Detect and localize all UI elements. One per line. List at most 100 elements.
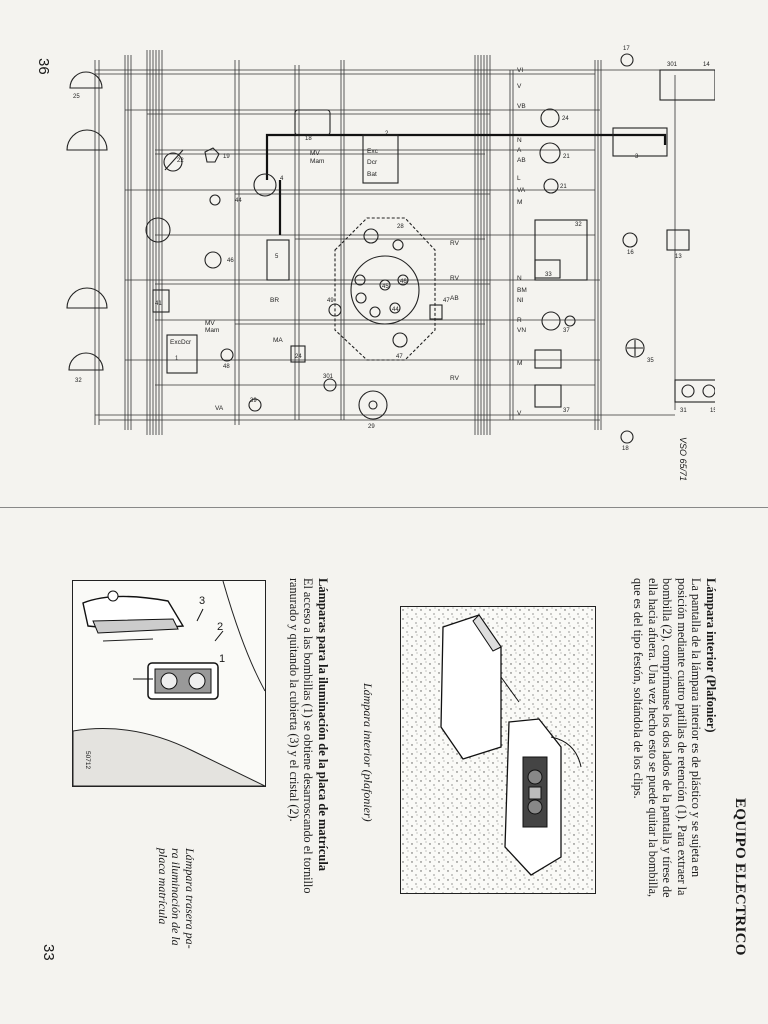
diagram-number: 14 — [703, 62, 710, 68]
plate-lamp-heading: Lámparas para la iluminación de la placa… — [316, 578, 330, 872]
wire-label: N — [517, 275, 522, 282]
wire-label: AB — [450, 295, 459, 302]
wire-label: VA — [215, 405, 224, 412]
diagram-number: 46 — [400, 279, 407, 285]
wire-label: V — [517, 83, 522, 90]
wire-label: Dcr — [181, 339, 192, 346]
diagram-number: 15 — [710, 408, 715, 414]
diagram-number: 49 — [327, 298, 334, 304]
diagram-number: 46 — [227, 258, 234, 264]
callout-3: 3 — [199, 595, 206, 607]
diagram-number: 21 — [563, 154, 570, 160]
diagram-number: 3 — [635, 154, 639, 160]
wire-label: MV — [310, 150, 320, 157]
body-line: bombilla (2), comprímanse los dos lados … — [660, 578, 675, 898]
interior-lamp-figure — [400, 606, 596, 894]
wire-label: Mam — [310, 158, 324, 165]
callout-1: 1 — [219, 653, 226, 665]
interior-lamp-heading: Lámpara interior (Plafonier) — [704, 578, 718, 733]
diagram-number: 39 — [250, 398, 257, 404]
wire-label: M — [517, 199, 522, 206]
diagram-number: 35 — [647, 358, 654, 364]
body-line: posición mediante cuatro patillas de ret… — [674, 578, 689, 896]
diagram-number: 48 — [223, 364, 230, 370]
diagram-number: 24 — [295, 354, 302, 360]
plate-lamp-caption: Lámpara trasera pa- ra iluminación de la… — [156, 848, 197, 968]
wire-label: MA — [273, 337, 283, 344]
diagram-number: 32 — [75, 378, 82, 384]
diagram-number: 41 — [155, 301, 162, 307]
diagram-number: 28 — [397, 224, 404, 230]
diagram-number: 4 — [280, 176, 284, 182]
diagram-number: 32 — [575, 222, 582, 228]
wire-label: BR — [270, 297, 279, 304]
diagram-number: 18 — [622, 446, 629, 450]
wire-label: BM — [517, 287, 527, 294]
wire-label: V — [517, 410, 522, 417]
diagram-number: 21 — [560, 184, 567, 190]
diagram-number: 47 — [396, 354, 403, 360]
diagram-number: 1 — [175, 356, 179, 362]
interior-lamp-section: Lámpara interior (Plafonier) La pantalla… — [630, 578, 718, 958]
diagram-number: 22 — [177, 158, 184, 164]
plate-lamp-figure: 3 2 1 50712 — [72, 580, 266, 787]
wire-label: Exc — [367, 148, 379, 155]
wire-label: RV — [450, 375, 460, 382]
wire-label: VA — [517, 187, 526, 194]
page-divider — [0, 507, 768, 508]
wire-label: Mam — [205, 327, 219, 334]
top-page-number: 36 — [35, 58, 52, 75]
diagram-number: 5 — [275, 254, 279, 260]
figure-code: 50712 — [84, 751, 91, 770]
wire-label: Bat — [367, 171, 377, 178]
wire-label: Exc — [170, 339, 182, 346]
diagram-number: 44 — [392, 307, 399, 313]
caption-line: placa matrícula — [156, 848, 170, 925]
callout-2: 2 — [217, 621, 224, 633]
diagram-number: 17 — [623, 46, 630, 52]
caption-line: Lámpara trasera pa- — [183, 848, 197, 949]
wire-label: VN — [517, 327, 526, 334]
diagram-number: 25 — [73, 94, 80, 100]
wiring-diagram: 25 32 22 19 44 41 1 46 48 39 18 2 4 5 24… — [66, 46, 715, 450]
diagram-number: 13 — [675, 254, 682, 260]
caption-line: ra iluminación de la — [169, 848, 184, 946]
diagram-number: 18 — [305, 136, 312, 142]
diagram-number: 44 — [235, 198, 242, 204]
wire-label: VB — [517, 103, 526, 110]
plate-lamp-illustration — [73, 581, 265, 786]
diagram-number: 37 — [563, 328, 570, 334]
bottom-page-number: 33 — [40, 944, 57, 961]
diagram-number: 29 — [368, 424, 375, 430]
wire-label: MV — [205, 320, 215, 327]
wire-label: RV — [450, 275, 460, 282]
wire-label: R — [517, 317, 522, 324]
wire-label: NI — [517, 297, 524, 304]
diagram-number: 16 — [627, 250, 634, 256]
diagram-number: 19 — [223, 154, 230, 160]
body-line: ranurado y quitando la cubierta (3) y el… — [286, 578, 301, 822]
wire-label: AB — [517, 157, 526, 164]
interior-lamp-illustration — [401, 607, 595, 893]
diagram-number: 45 — [382, 284, 389, 290]
diagram-number: 24 — [562, 116, 569, 122]
body-line: que es del tipo festón, soltándola de lo… — [631, 578, 646, 799]
wire-label: L — [517, 175, 521, 182]
diagram-number: 33 — [545, 272, 552, 278]
wire-label: RV — [450, 240, 460, 247]
body-line: El acceso a las bombillas (1) se obtiene… — [301, 578, 316, 894]
diagram-number: 2 — [385, 131, 389, 137]
section-title: EQUIPO ELECTRICO — [732, 798, 748, 956]
wire-label: M — [517, 360, 522, 367]
wire-label: A — [517, 147, 522, 154]
body-line: La pantalla de la lámpara interior es de… — [689, 578, 704, 878]
diagram-number: 31 — [680, 408, 687, 414]
wire-label: Dcr — [367, 159, 378, 166]
wire-label: VI — [517, 67, 523, 74]
diagram-number: 47 — [443, 298, 450, 304]
diagram-number: 37 — [563, 408, 570, 414]
plate-lamp-section: Lámparas para la iluminación de la placa… — [286, 578, 330, 938]
body-line: ella hacia afuera. Una vez hecho esto se… — [645, 578, 660, 898]
interior-lamp-caption: Lámpara interior (plafonier) — [361, 683, 375, 822]
diagram-number: 301 — [323, 374, 334, 380]
